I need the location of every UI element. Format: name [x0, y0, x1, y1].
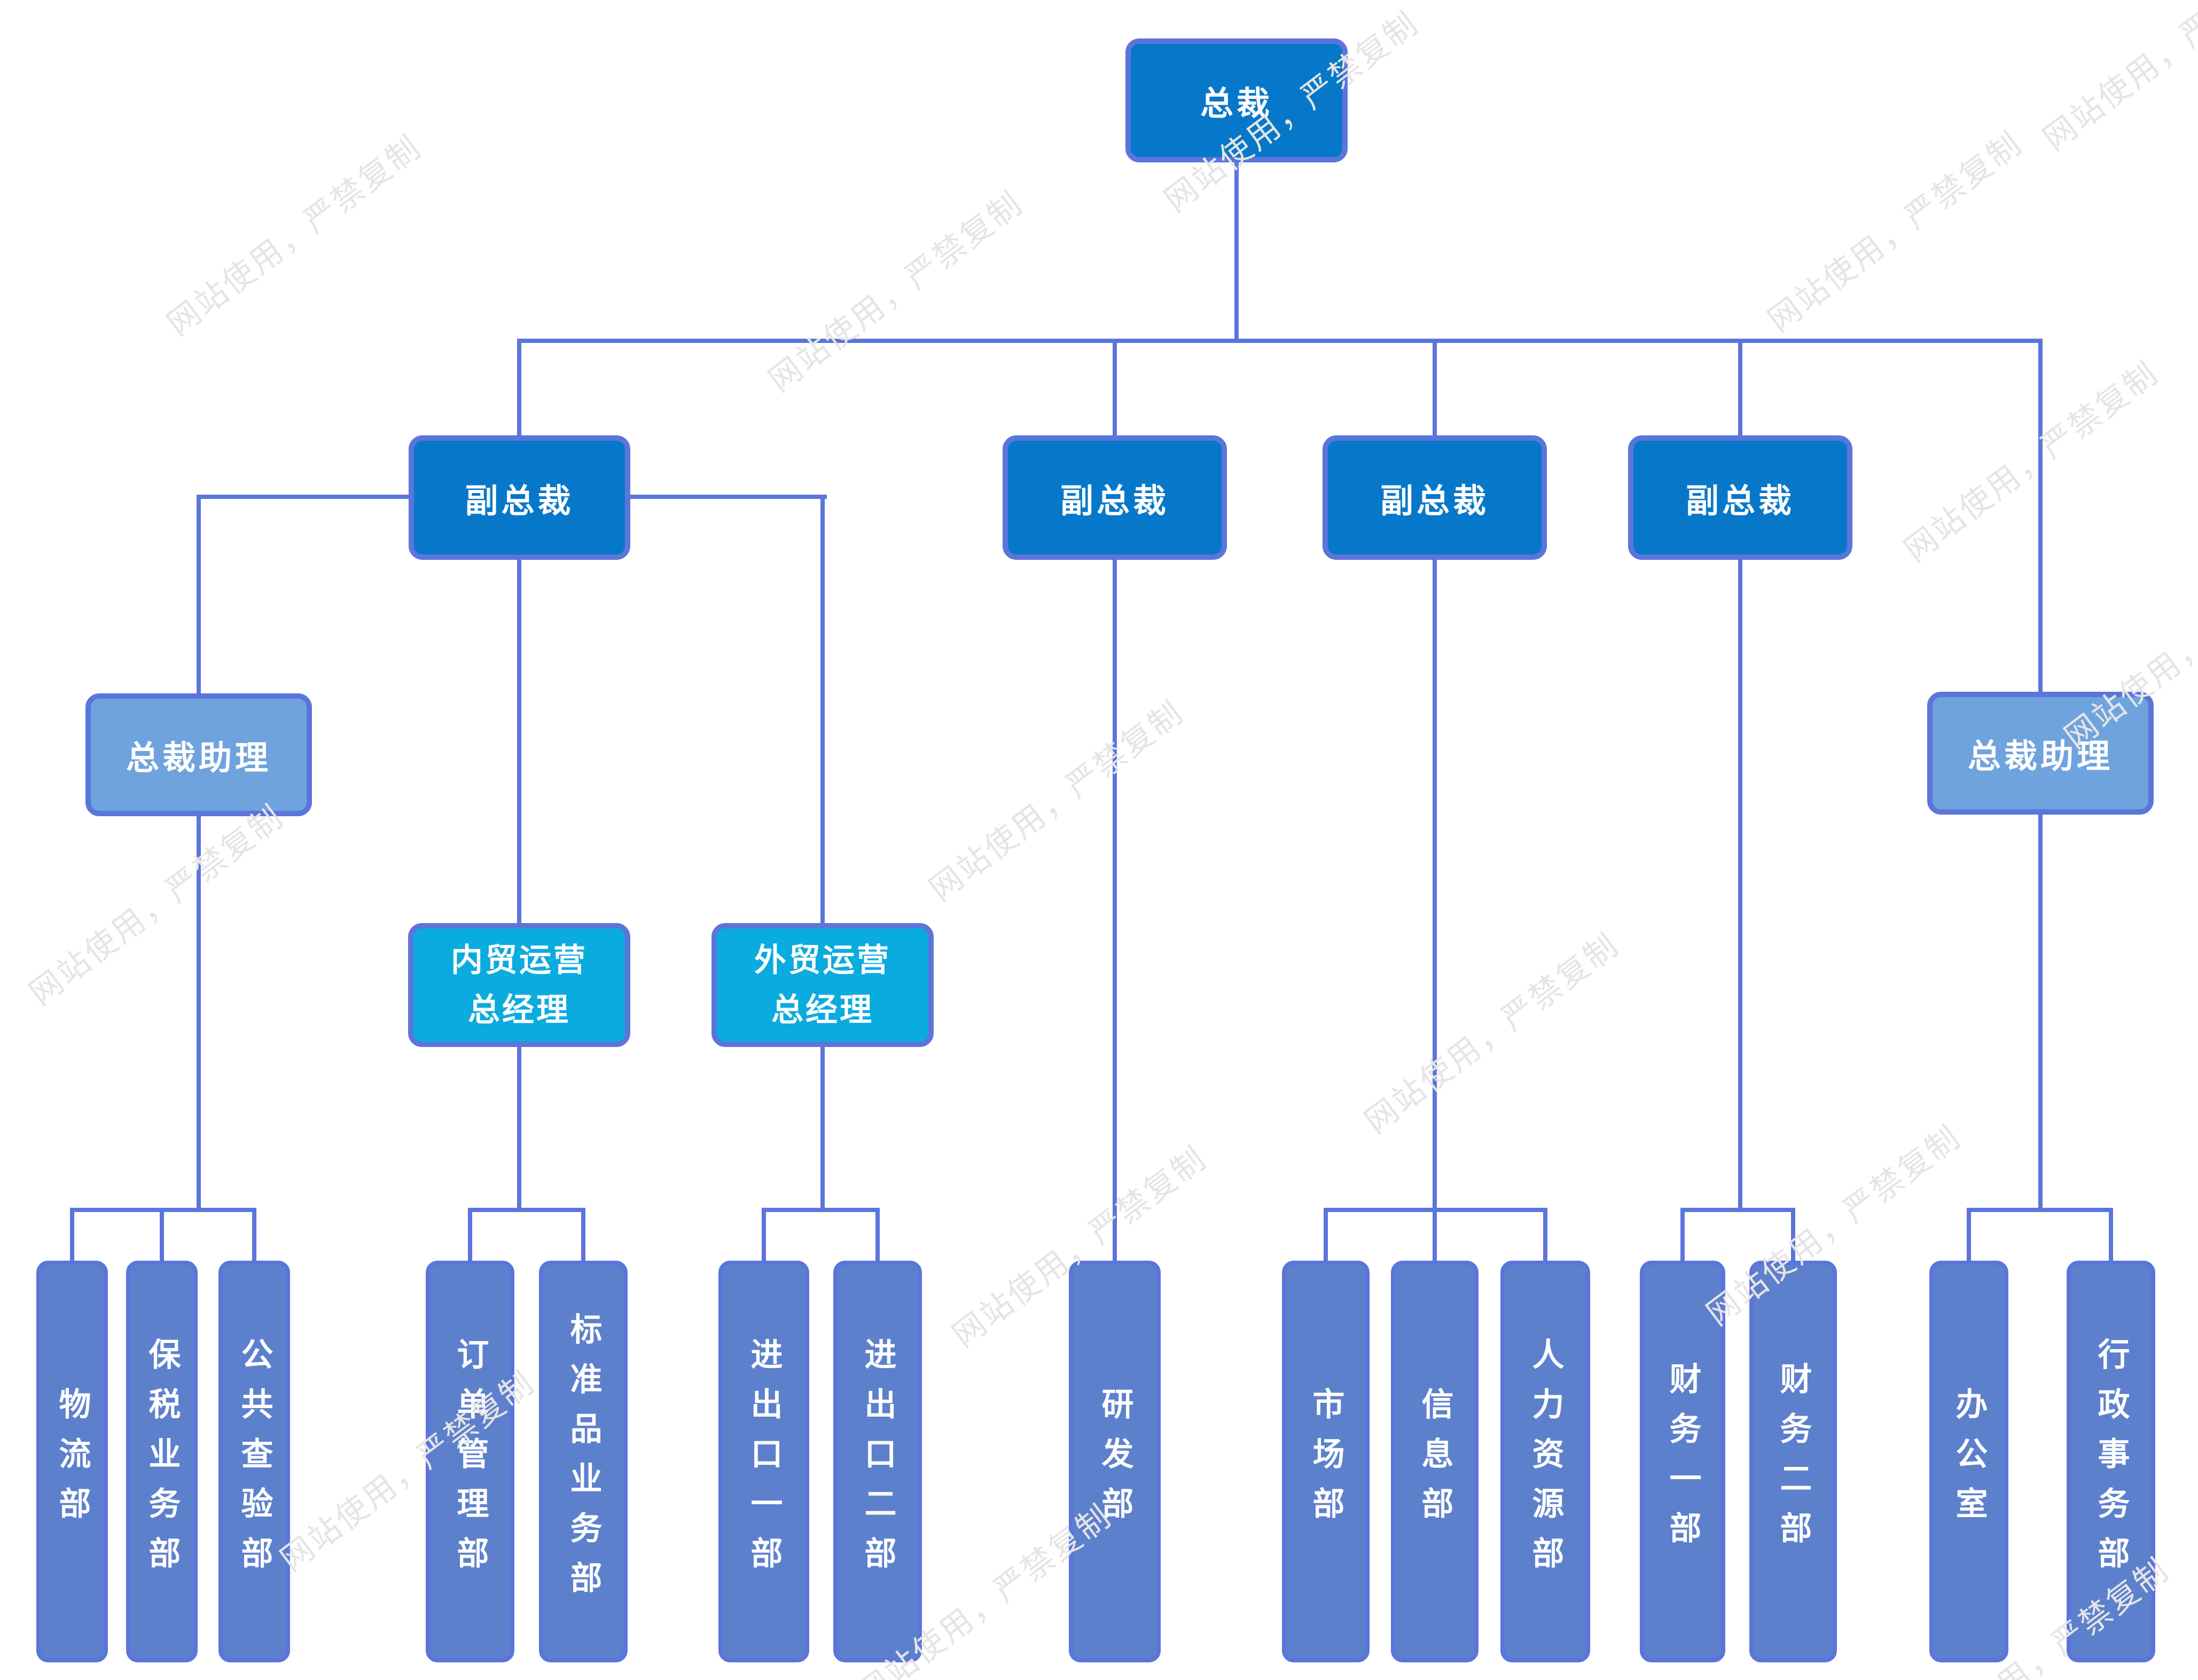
- connector-branch-office-group: [1967, 1208, 2113, 1212]
- node-dept-standard-products[interactable]: 标准品业务部: [539, 1261, 628, 1662]
- node-dept-marketing-label: 市场部: [1308, 1387, 1344, 1536]
- node-vp-4-label: 副总裁: [1685, 482, 1795, 520]
- connector-stub-hr: [1543, 1208, 1547, 1263]
- node-dept-standard-products-label: 标准品业务部: [566, 1312, 601, 1611]
- connector-stub-standard: [581, 1208, 585, 1263]
- node-vp-4[interactable]: 副总裁: [1628, 435, 1852, 560]
- connector-trunk-vp4: [1738, 339, 1742, 437]
- watermark-text: 网站使用，严禁复制: [762, 184, 1030, 399]
- connector-gm2-riser: [820, 495, 825, 925]
- node-assistant-2[interactable]: 总裁助理: [1927, 692, 2154, 815]
- connector-branch-finance-group: [1680, 1208, 1795, 1212]
- node-dept-bonded-business[interactable]: 保税业务部: [126, 1261, 198, 1662]
- node-dept-public-inspection-label: 公共查验部: [237, 1337, 272, 1586]
- connector-branch-foreign-group: [762, 1208, 880, 1212]
- node-dept-import-export-2[interactable]: 进出口二部: [833, 1261, 922, 1662]
- node-vp-3[interactable]: 副总裁: [1323, 435, 1547, 560]
- node-dept-information[interactable]: 信息部: [1391, 1261, 1479, 1662]
- node-vp-1-label: 副总裁: [465, 482, 574, 520]
- connector-stub-admin: [2109, 1208, 2113, 1263]
- node-dept-logistics-label: 物流部: [54, 1387, 90, 1536]
- connector-stub-finance-2: [1791, 1208, 1795, 1263]
- node-gm-foreign-trade[interactable]: 外贸运营 总经理: [711, 923, 934, 1047]
- watermark-text: 网站使用，严禁复制: [1897, 354, 2165, 569]
- node-dept-import-export-1-label: 进出口一部: [746, 1337, 782, 1586]
- node-dept-hr-label: 人力资源部: [1528, 1337, 1563, 1586]
- node-dept-finance-1[interactable]: 财务一部: [1640, 1261, 1725, 1662]
- node-dept-rnd[interactable]: 研发部: [1069, 1261, 1161, 1662]
- connector-trunk: [517, 339, 2043, 343]
- connector-gm1-drop: [517, 1045, 521, 1210]
- connector-assistant-1-drop: [197, 814, 201, 1210]
- node-dept-finance-1-label: 财务一部: [1665, 1362, 1701, 1561]
- connector-ceo-trunk: [1234, 162, 1239, 343]
- node-dept-admin-affairs[interactable]: 行政事务部: [2067, 1261, 2155, 1662]
- node-dept-public-inspection[interactable]: 公共查验部: [218, 1261, 290, 1662]
- node-dept-bonded-business-label: 保税业务部: [144, 1337, 180, 1586]
- node-dept-rnd-label: 研发部: [1097, 1387, 1133, 1536]
- node-ceo-label: 总裁: [1200, 85, 1273, 122]
- node-dept-import-export-2-label: 进出口二部: [860, 1337, 896, 1586]
- node-gm-foreign-trade-label: 外贸运营 总经理: [754, 942, 891, 1028]
- connector-assistant-2-drop: [2038, 812, 2043, 1210]
- node-dept-import-export-1[interactable]: 进出口一部: [718, 1261, 809, 1662]
- node-dept-hr[interactable]: 人力资源部: [1500, 1261, 1590, 1662]
- watermark-text: 网站使用，严禁复制: [160, 128, 428, 343]
- watermark-text: 网站使用，严禁复制: [22, 798, 291, 1012]
- connector-stub-import-export-1: [762, 1208, 766, 1263]
- node-vp-2-label: 副总裁: [1060, 482, 1169, 520]
- connector-trunk-vp3: [1433, 339, 1437, 437]
- connector-vp1-assistant-1-h: [197, 495, 413, 499]
- watermark-text: 网站使用，严禁复制: [2036, 0, 2198, 158]
- node-dept-information-label: 信息部: [1417, 1387, 1453, 1536]
- node-dept-marketing[interactable]: 市场部: [1282, 1261, 1370, 1662]
- node-dept-office-label: 办公室: [1951, 1387, 1987, 1536]
- node-gm-domestic-trade-label: 内贸运营 总经理: [451, 942, 588, 1028]
- connector-stub-marketing: [1324, 1208, 1328, 1263]
- connector-stub-inspection: [252, 1208, 256, 1263]
- connector-trunk-assistant-2: [2038, 339, 2043, 694]
- connector-stub-information: [1433, 1208, 1437, 1263]
- connector-stub-order: [468, 1208, 472, 1263]
- node-assistant-1-label: 总裁助理: [126, 740, 271, 777]
- node-assistant-1[interactable]: 总裁助理: [85, 693, 312, 816]
- connector-vp4-drop: [1738, 560, 1742, 1210]
- node-dept-logistics[interactable]: 物流部: [36, 1261, 108, 1662]
- node-ceo[interactable]: 总裁: [1125, 38, 1348, 162]
- node-vp-2[interactable]: 副总裁: [1003, 435, 1227, 560]
- node-vp-3-label: 副总裁: [1380, 482, 1489, 520]
- node-dept-office[interactable]: 办公室: [1929, 1261, 2008, 1662]
- node-dept-order-management-label: 订单管理部: [452, 1337, 488, 1586]
- node-dept-finance-2[interactable]: 财务二部: [1749, 1261, 1837, 1662]
- connector-stub-import-export-2: [875, 1208, 880, 1263]
- watermark-text: 网站使用，严禁复制: [922, 693, 1191, 908]
- node-dept-finance-2-label: 财务二部: [1775, 1362, 1811, 1561]
- watermark-text: 网站使用，严禁复制: [1358, 926, 1626, 1140]
- connector-vp1-gm2-h: [628, 495, 827, 499]
- connector-stub-bonded: [160, 1208, 164, 1263]
- connector-gm2-drop: [820, 1045, 825, 1210]
- node-dept-admin-affairs-label: 行政事务部: [2093, 1337, 2129, 1586]
- connector-vp2-rnd: [1113, 560, 1117, 1263]
- connector-trunk-vp2: [1113, 339, 1117, 437]
- node-assistant-2-label: 总裁助理: [1967, 738, 2113, 775]
- connector-branch-domestic-group: [468, 1208, 585, 1212]
- node-dept-order-management[interactable]: 订单管理部: [426, 1261, 514, 1662]
- watermark-text: 网站使用，严禁复制: [1761, 124, 2029, 339]
- connector-stub-logistics: [70, 1208, 74, 1263]
- node-vp-1[interactable]: 副总裁: [409, 435, 630, 560]
- connector-vp3-drop: [1433, 560, 1437, 1210]
- connector-vp1-gm1: [517, 560, 521, 925]
- connector-trunk-vp1: [517, 339, 521, 437]
- connector-stub-finance-1: [1680, 1208, 1685, 1263]
- connector-stub-office: [1967, 1208, 1971, 1263]
- connector-assistant-1-riser: [197, 495, 201, 696]
- node-gm-domestic-trade[interactable]: 内贸运营 总经理: [408, 923, 630, 1047]
